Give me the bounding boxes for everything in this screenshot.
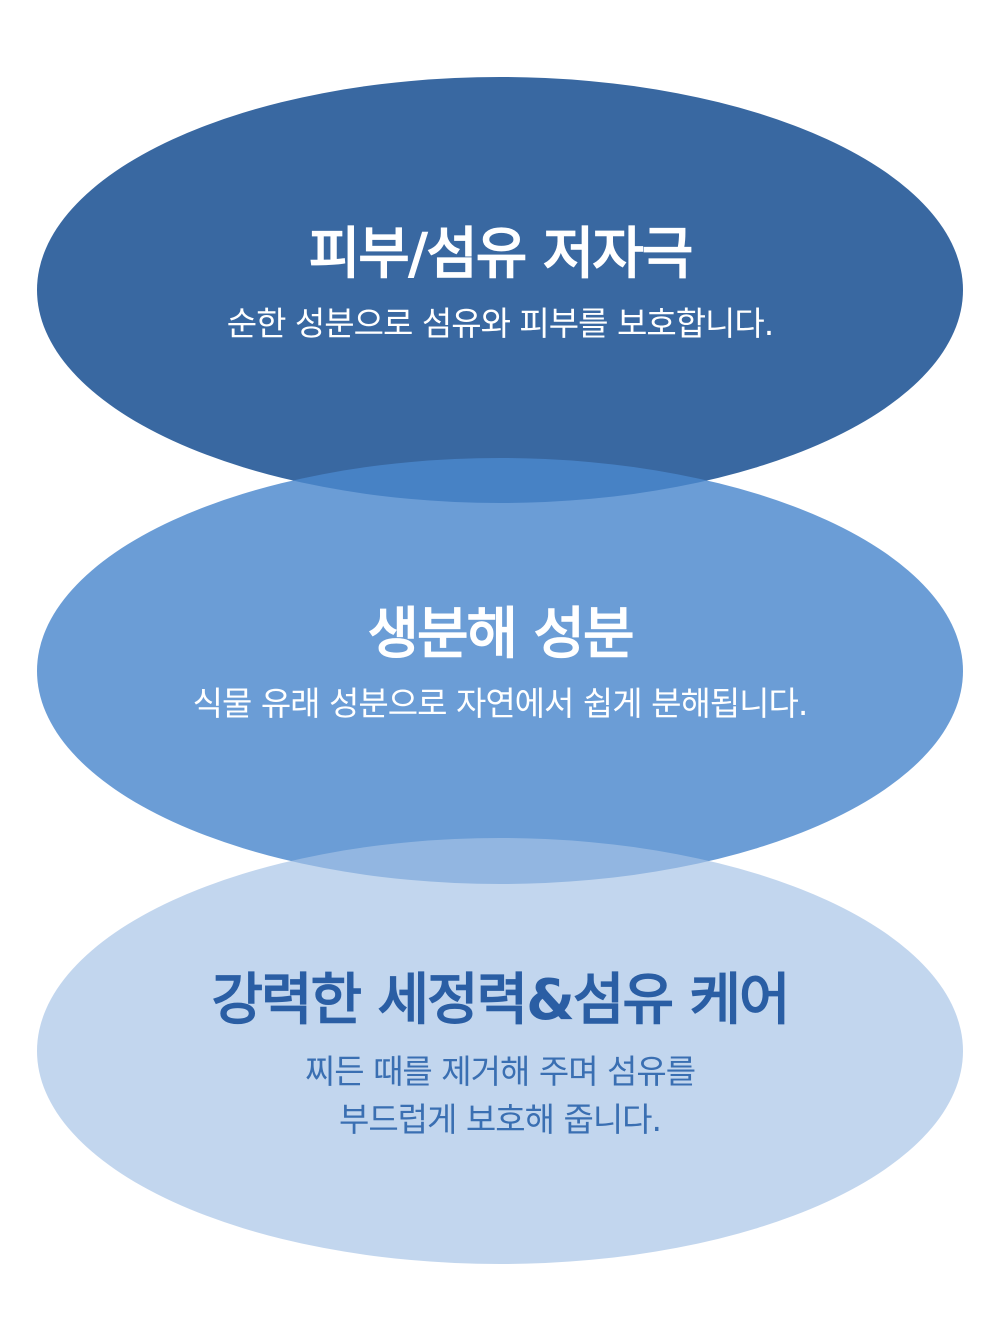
feature-ellipse-biodegradable bbox=[37, 458, 963, 884]
feature-title: 생분해 성분 bbox=[367, 602, 634, 667]
feature-description: 식물 유래 성분으로 자연에서 쉽게 분해됩니다. bbox=[37, 680, 963, 728]
feature-description: 순한 성분으로 섬유와 피부를 보호합니다. bbox=[37, 300, 963, 348]
feature-description-line: 순한 성분으로 섬유와 피부를 보호합니다. bbox=[226, 304, 775, 343]
feature-description-line: 찌든 때를 제거해 주며 섬유를 bbox=[304, 1052, 696, 1091]
feature-low-irritation: 피부/섬유 저자극 순한 성분으로 섬유와 피부를 보호합니다. bbox=[37, 222, 963, 348]
feature-cleaning-care: 강력한 세정력&섬유 케어 찌든 때를 제거해 주며 섬유를 부드럽게 보호해 … bbox=[37, 968, 963, 1144]
feature-description-line: 부드럽게 보호해 줍니다. bbox=[338, 1100, 662, 1139]
feature-ellipse-low-irritation bbox=[37, 77, 963, 503]
feature-description-line: 식물 유래 성분으로 자연에서 쉽게 분해됩니다. bbox=[192, 684, 809, 723]
feature-description: 찌든 때를 제거해 주며 섬유를 부드럽게 보호해 줍니다. bbox=[37, 1048, 963, 1144]
feature-title: 피부/섬유 저자극 bbox=[308, 222, 694, 287]
feature-title: 강력한 세정력&섬유 케어 bbox=[211, 968, 790, 1033]
feature-ellipse-cleaning-care bbox=[37, 838, 963, 1264]
feature-biodegradable: 생분해 성분 식물 유래 성분으로 자연에서 쉽게 분해됩니다. bbox=[37, 602, 963, 728]
